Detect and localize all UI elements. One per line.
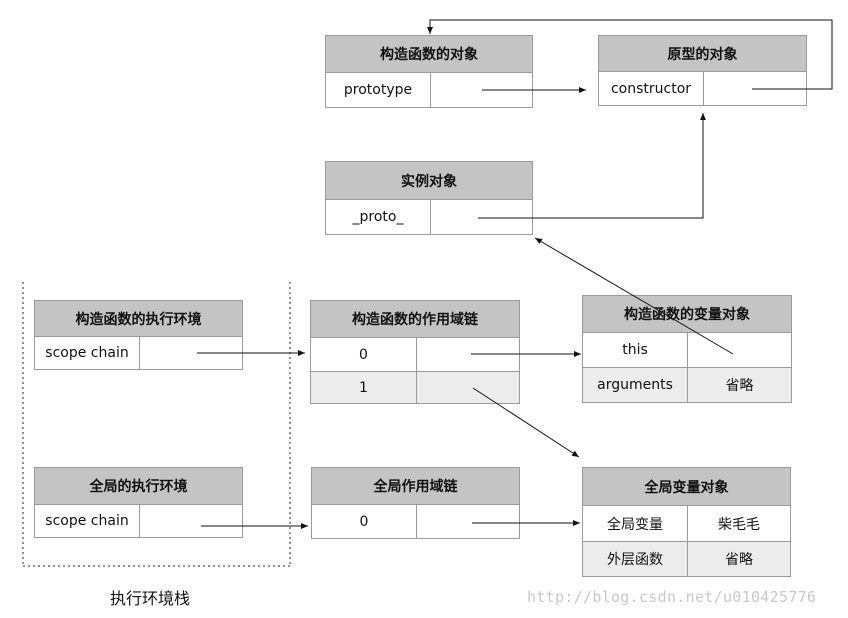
outer-function-key: 外层函数 — [607, 552, 663, 568]
global-scope-index-0: 0 — [359, 513, 369, 530]
prototype-object-title: 原型的对象 — [599, 36, 806, 72]
prototype-object: 原型的对象 constructor — [598, 35, 807, 106]
ctor-scope-value-0 — [416, 338, 519, 371]
ctor-exec-env-title: 构造函数的执行环境 — [35, 301, 242, 337]
ctor-scope-chain-value — [139, 337, 242, 369]
this-value — [687, 333, 791, 367]
constructor-function-object: 构造函数的对象 prototype — [325, 35, 533, 108]
prototype-key: prototype — [343, 82, 413, 98]
global-scope-value-0 — [416, 505, 519, 538]
ctor-scope-value-1 — [416, 372, 519, 403]
outer-function-value: 省略 — [687, 542, 790, 576]
global-variable-key: 全局变量 — [607, 516, 663, 533]
watermark: http://blog.csdn.net/u010425776 — [527, 588, 817, 606]
proto-value — [430, 200, 532, 234]
arguments-value: 省略 — [687, 368, 791, 402]
arguments-key: arguments — [597, 377, 673, 393]
global-exec-env-title: 全局的执行环境 — [35, 468, 242, 505]
global-scope-chain: 全局作用域链 0 — [311, 467, 520, 539]
ctor-scope-chain-key: scope chain — [45, 345, 129, 361]
constructor-key: constructor — [610, 80, 692, 97]
prototype-value — [430, 73, 532, 107]
constructor-value — [703, 72, 806, 105]
constructor-scope-chain: 构造函数的作用域链 0 1 — [310, 300, 520, 404]
proto-key: _proto_ — [352, 209, 404, 225]
global-variable-value: 柴毛毛 — [687, 506, 790, 541]
arrow-scope1-to-global-var-object — [472, 387, 580, 458]
arrow-proto-to-prototype-object — [478, 113, 706, 219]
ctor-scope-index-0: 0 — [359, 346, 368, 363]
instance-object: 实例对象 _proto_ — [325, 161, 533, 235]
this-key: this — [622, 342, 648, 358]
execution-stack-label: 执行环境栈 — [110, 589, 191, 608]
constructor-execution-context: 构造函数的执行环境 scope chain — [34, 300, 243, 370]
global-scope-chain-value — [139, 505, 242, 537]
ctor-scope-chain-title: 构造函数的作用域链 — [311, 301, 519, 338]
ctor-scope-index-1: 1 — [359, 379, 368, 396]
global-scope-chain-title: 全局作用域链 — [312, 468, 519, 505]
constructor-object-title: 构造函数的对象 — [326, 36, 532, 73]
global-variable-object: 全局变量对象 全局变量 柴毛毛 外层函数 省略 — [582, 467, 791, 577]
arrow-this-to-instance-object — [534, 237, 734, 355]
arrow-constructor-to-constructor-object — [427, 19, 833, 90]
execution-stack-frame — [22, 282, 291, 567]
global-var-object-title: 全局变量对象 — [583, 468, 790, 506]
global-scope-chain-key: scope chain — [45, 513, 129, 529]
constructor-variable-object: 构造函数的变量对象 this arguments 省略 — [582, 295, 792, 403]
instance-object-title: 实例对象 — [326, 162, 532, 200]
global-execution-context: 全局的执行环境 scope chain — [34, 467, 243, 538]
